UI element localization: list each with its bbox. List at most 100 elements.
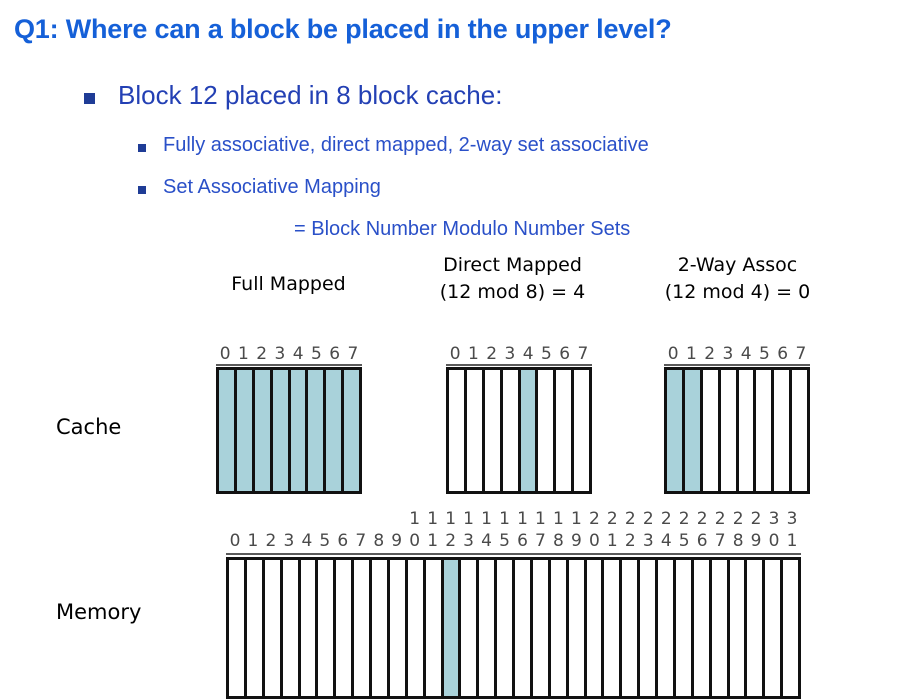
block-cell <box>774 370 790 491</box>
index-digit: 2 <box>678 509 690 529</box>
index-digit: 3 <box>786 509 798 529</box>
block-cell-highlighted <box>443 560 459 696</box>
index-digit: 2 <box>445 531 457 551</box>
block-cell <box>246 560 262 696</box>
block-cell <box>354 560 369 696</box>
index-digit: 2 <box>265 531 277 551</box>
index-digit: 3 <box>768 509 780 529</box>
index-digit: 0 <box>409 531 421 551</box>
index-digit <box>280 510 298 529</box>
cache-blocks-full-mapped <box>216 367 362 494</box>
bullet-level2-associativity: Fully associative, direct mapped, 2-way … <box>138 134 649 157</box>
block-cell <box>729 560 745 696</box>
index-digit: 1 <box>517 509 528 529</box>
index-digit: 1 <box>463 509 474 529</box>
index-digit: 1 <box>237 344 249 364</box>
block-cell <box>720 370 736 491</box>
block-cell-highlighted <box>344 370 359 491</box>
block-cell <box>711 560 727 696</box>
index-digit: 2 <box>256 344 268 364</box>
block-cell <box>449 370 464 491</box>
square-bullet-icon <box>138 186 146 194</box>
index-digit: 1 <box>409 509 421 529</box>
index-digit: 8 <box>553 531 564 551</box>
block-cell <box>756 370 772 491</box>
index-digit: 6 <box>517 531 528 551</box>
block-cell-highlighted <box>290 370 306 491</box>
index-digit <box>244 510 262 529</box>
block-cell <box>556 370 572 491</box>
index-digit: 7 <box>714 531 726 551</box>
index-digit: 4 <box>660 531 672 551</box>
bullet-level2-set-associative-mapping-text: Set Associative Mapping <box>163 176 381 198</box>
diagram-heading-direct-mapped-line1: Direct Mapped <box>443 254 582 276</box>
index-digit: 1 <box>535 509 546 529</box>
block-cell-highlighted <box>236 370 252 491</box>
block-cell <box>407 560 423 696</box>
index-digit: 8 <box>732 531 744 551</box>
block-cell <box>318 560 334 696</box>
index-digit: 8 <box>373 531 385 551</box>
index-digit <box>352 510 370 529</box>
square-bullet-icon <box>84 93 95 104</box>
block-cell <box>538 370 554 491</box>
block-cell <box>640 560 655 696</box>
diagram-heading-direct-mapped-line2: (12 mod 8) = 4 <box>439 281 586 303</box>
index-digit: 2 <box>606 509 618 529</box>
block-cell <box>425 560 441 696</box>
index-digit: 7 <box>347 344 359 364</box>
index-digit: 1 <box>606 531 618 551</box>
block-cell <box>372 560 387 696</box>
index-digit <box>334 510 352 529</box>
index-digit: 1 <box>570 509 582 529</box>
index-digit: 6 <box>559 344 571 364</box>
block-cell <box>466 370 482 491</box>
block-cell-highlighted <box>684 370 700 491</box>
index-digit: 3 <box>274 344 286 364</box>
index-digit: 1 <box>445 509 457 529</box>
index-digit: 1 <box>467 344 479 364</box>
index-digit: 5 <box>499 531 510 551</box>
index-digit <box>262 510 280 529</box>
square-bullet-icon <box>138 144 146 152</box>
block-cell-highlighted <box>272 370 288 491</box>
index-digit: 4 <box>301 531 313 551</box>
index-digit: 1 <box>427 531 439 551</box>
index-digit: 1 <box>685 344 697 364</box>
diagram-heading-full-mapped: Full Mapped <box>186 271 391 298</box>
block-cell <box>484 370 500 491</box>
index-digit: 0 <box>588 531 600 551</box>
block-cell <box>300 560 316 696</box>
bullet-level1-text: Block 12 placed in 8 block cache: <box>118 80 503 110</box>
index-digit <box>316 510 334 529</box>
block-cell-highlighted <box>520 370 536 491</box>
index-digit: 0 <box>229 531 241 551</box>
block-cell <box>622 560 638 696</box>
index-digit: 5 <box>758 344 770 364</box>
index-digit: 5 <box>540 344 552 364</box>
index-digit: 2 <box>660 509 672 529</box>
index-underline-full-mapped <box>216 364 362 366</box>
block-cell <box>702 370 718 491</box>
index-digit: 4 <box>522 344 534 364</box>
index-digit: 3 <box>642 531 654 551</box>
block-cell <box>229 560 244 696</box>
block-cell <box>336 560 352 696</box>
block-cell-highlighted <box>326 370 342 491</box>
block-cell <box>550 560 566 696</box>
index-digit: 2 <box>750 509 762 529</box>
block-cell-highlighted <box>254 370 270 491</box>
index-digit: 9 <box>750 531 762 551</box>
row-label-cache: Cache <box>56 415 122 439</box>
diagram-heading-2way-assoc-line1: 2-Way Assoc <box>677 254 798 276</box>
block-cell <box>264 560 280 696</box>
index-digit: 7 <box>355 531 367 551</box>
cache-blocks-direct-mapped <box>446 367 592 494</box>
index-digit: 1 <box>427 509 439 529</box>
index-digit: 7 <box>577 344 589 364</box>
block-cell <box>604 560 620 696</box>
index-digit: 0 <box>768 531 780 551</box>
